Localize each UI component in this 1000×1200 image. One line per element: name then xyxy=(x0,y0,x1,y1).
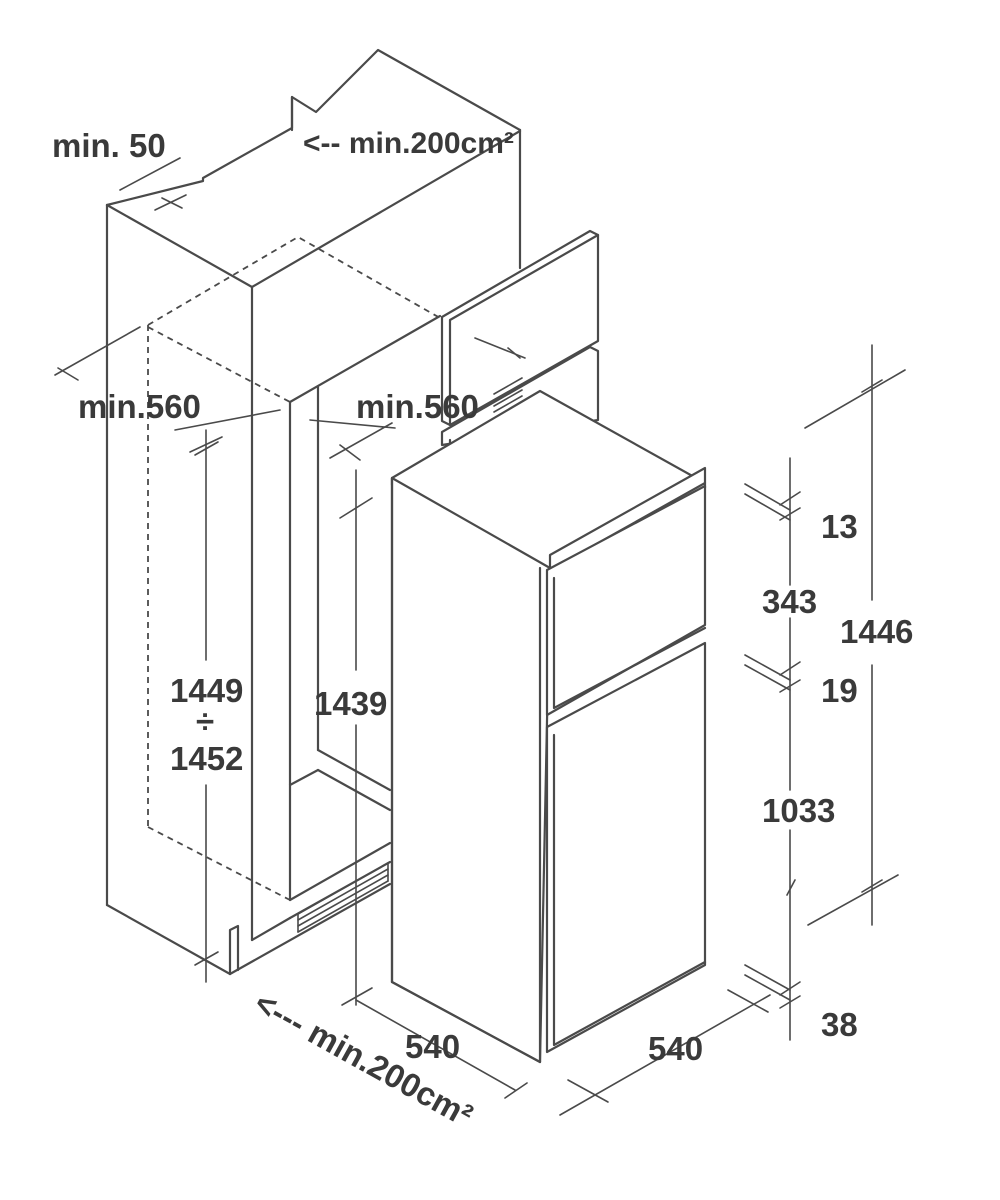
label-width-540-left: 540 xyxy=(405,1028,460,1065)
label-min560-right: min.560 xyxy=(356,388,479,425)
label-height-1452: 1452 xyxy=(170,740,243,777)
furniture-door-panels xyxy=(440,229,600,447)
label-dim-343: 343 xyxy=(762,583,817,620)
label-dim-1446: 1446 xyxy=(840,613,913,650)
label-dim-19: 19 xyxy=(821,672,858,709)
dimension-lines xyxy=(54,157,906,1116)
label-width-540-right: 540 xyxy=(648,1030,703,1067)
cabinet-niche xyxy=(105,48,522,976)
label-height-divider: ÷ xyxy=(196,703,214,740)
label-dim-13: 13 xyxy=(821,508,858,545)
label-vent-top: <-- min.200cm² xyxy=(303,127,514,160)
label-min-50: min. 50 xyxy=(52,127,166,164)
hidden-outline xyxy=(147,235,441,901)
label-dim-1033: 1033 xyxy=(762,792,835,829)
label-height-1449: 1449 xyxy=(170,672,243,709)
fridge-unit xyxy=(390,389,707,1064)
label-height-1439: 1439 xyxy=(314,685,387,722)
plinth-vent-grille xyxy=(297,862,389,933)
label-dim-38: 38 xyxy=(821,1006,858,1043)
label-min560-left: min.560 xyxy=(78,388,201,425)
